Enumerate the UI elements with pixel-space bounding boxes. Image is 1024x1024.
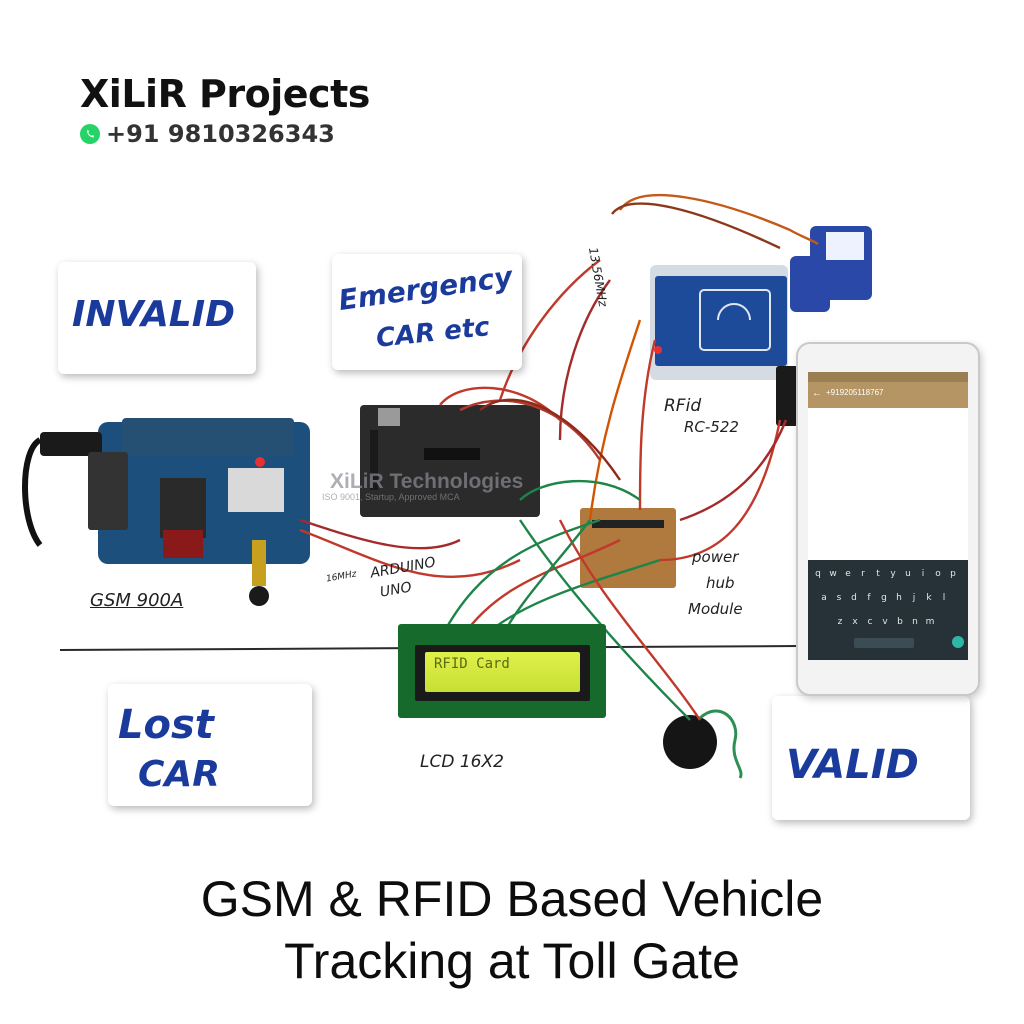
keyboard-key: e bbox=[845, 569, 851, 579]
card-emergency-line2: CAR etc bbox=[374, 312, 492, 354]
keyboard-key: t bbox=[876, 569, 880, 579]
buzzer bbox=[663, 709, 743, 779]
keyboard-key: k bbox=[926, 593, 932, 603]
card-valid: VALID bbox=[772, 696, 970, 820]
keyboard-key: p bbox=[950, 569, 956, 579]
gsm-module bbox=[22, 418, 310, 606]
lcd-text: RFID Card bbox=[434, 656, 510, 672]
brand-title: XiLiR Projects bbox=[80, 72, 370, 116]
keyboard-key: j bbox=[912, 593, 916, 603]
keyboard-key: x bbox=[852, 617, 858, 627]
whatsapp-icon bbox=[80, 124, 100, 144]
card-invalid-label: INVALID bbox=[72, 294, 236, 335]
keyboard-key: c bbox=[867, 617, 873, 627]
keyboard-key: o bbox=[935, 569, 941, 579]
phone-connector bbox=[776, 366, 798, 426]
card-emergency: Emergency CAR etc bbox=[332, 254, 522, 370]
phone-app-bar: ← +919205118767 bbox=[808, 382, 968, 408]
keyboard-key: q bbox=[815, 569, 821, 579]
label-rfid-line2: RC-522 bbox=[684, 418, 739, 436]
caption: GSM & RFID Based Vehicle Tracking at Tol… bbox=[0, 868, 1024, 992]
lcd-screen bbox=[425, 652, 580, 692]
keyboard-key: f bbox=[867, 593, 871, 603]
keyboard-key: l bbox=[942, 593, 946, 603]
card-emergency-line1: Emergency bbox=[336, 259, 515, 318]
keyboard-key: m bbox=[925, 617, 935, 627]
watermark: XiLiR Technologies bbox=[330, 470, 524, 493]
caption-line-2: Tracking at Toll Gate bbox=[284, 933, 740, 989]
servo-motor bbox=[790, 226, 872, 312]
keyboard-key: y bbox=[890, 569, 896, 579]
card-lost-line2: CAR bbox=[138, 754, 221, 795]
keyboard-key: b bbox=[897, 617, 903, 627]
wires bbox=[299, 193, 819, 721]
label-gsm: GSM 900A bbox=[90, 590, 184, 611]
card-lost: Lost CAR bbox=[108, 684, 312, 806]
phone-status-bar bbox=[808, 372, 968, 382]
keyboard-key: s bbox=[836, 593, 842, 603]
send-icon bbox=[952, 636, 964, 648]
keyboard-key: n bbox=[912, 617, 918, 627]
keyboard-key: a bbox=[821, 593, 827, 603]
keyboard-key: u bbox=[905, 569, 911, 579]
brand-phone: +91 9810326343 bbox=[106, 120, 335, 148]
keyboard-space-bar bbox=[854, 638, 914, 648]
label-rfid-line1: RFid bbox=[664, 396, 702, 416]
rfid-reader bbox=[650, 265, 788, 380]
phone-contact-number: +919205118767 bbox=[826, 388, 884, 397]
keyboard-key: w bbox=[829, 569, 837, 579]
card-lost-line1: Lost bbox=[118, 702, 214, 748]
keyboard-key: z bbox=[837, 617, 843, 627]
label-power-line1: power bbox=[692, 548, 739, 566]
label-power-line3: Module bbox=[688, 600, 743, 618]
keyboard-key: r bbox=[861, 569, 865, 579]
arduino-uno bbox=[360, 405, 540, 517]
caption-line-1: GSM & RFID Based Vehicle bbox=[200, 871, 824, 927]
back-arrow-icon: ← bbox=[812, 388, 822, 399]
card-valid-label: VALID bbox=[786, 742, 919, 788]
keyboard-key: v bbox=[882, 617, 888, 627]
keyboard-key: g bbox=[881, 593, 887, 603]
watermark-sub: ISO 9001, Startup, Approved MCA bbox=[322, 492, 460, 502]
card-invalid: INVALID bbox=[58, 262, 256, 374]
keyboard-key: d bbox=[851, 593, 857, 603]
keyboard-key: i bbox=[921, 569, 925, 579]
keyboard-key: h bbox=[896, 593, 902, 603]
power-hub-module bbox=[580, 508, 676, 588]
label-power-line2: hub bbox=[706, 574, 735, 592]
label-lcd: LCD 16X2 bbox=[420, 752, 504, 772]
brand-contact: +91 9810326343 bbox=[80, 120, 335, 148]
